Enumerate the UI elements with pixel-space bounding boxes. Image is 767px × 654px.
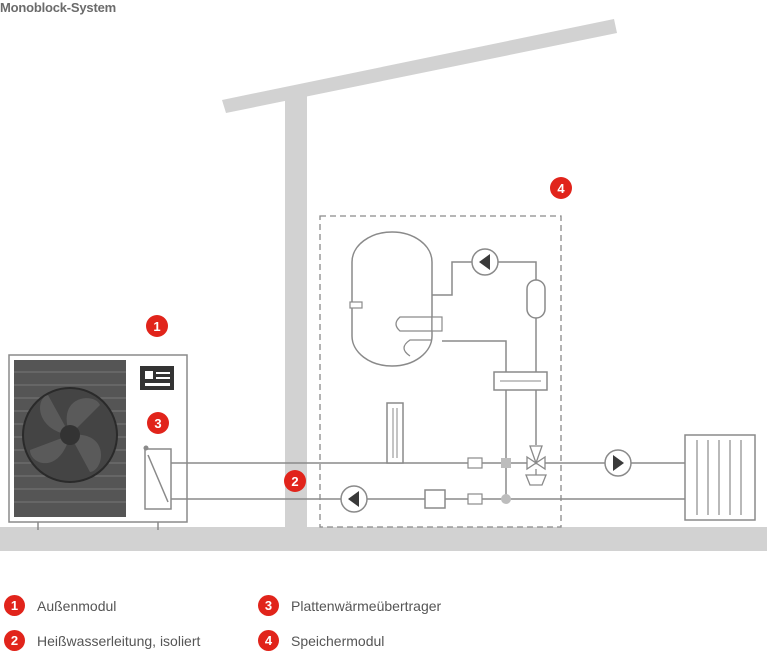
svg-text:4: 4 bbox=[557, 181, 565, 196]
outdoor-unit bbox=[8, 354, 188, 530]
badge-pipe: 2 bbox=[284, 470, 306, 492]
expansion-vessel-icon bbox=[526, 279, 546, 319]
legend-badge: 3 bbox=[258, 595, 279, 616]
wall-pillar bbox=[285, 90, 307, 530]
storage-tank bbox=[349, 231, 443, 367]
svg-text:2: 2 bbox=[291, 474, 298, 489]
svg-text:3: 3 bbox=[154, 416, 161, 431]
storage-module-box bbox=[319, 215, 562, 528]
legend-label: Heißwasserleitung, isoliert bbox=[37, 632, 201, 649]
storage-pipes bbox=[432, 261, 537, 463]
sensor-icon bbox=[467, 457, 483, 469]
legend-label: Plattenwärmeübertrager bbox=[291, 597, 442, 614]
filter-icon bbox=[424, 489, 446, 509]
badge-storage: 4 bbox=[550, 177, 572, 199]
connector-icon bbox=[501, 458, 511, 468]
legend-item-exchanger: 3 Plattenwärmeübertrager bbox=[258, 595, 441, 616]
legend-label: Außenmodul bbox=[37, 597, 117, 614]
legend-badge: 1 bbox=[4, 595, 25, 616]
roof bbox=[222, 19, 617, 113]
svg-text:1: 1 bbox=[153, 319, 160, 334]
radiator-icon bbox=[684, 434, 756, 521]
heater-rod-icon bbox=[386, 402, 404, 464]
legend-badge: 2 bbox=[4, 630, 25, 651]
legend-badge: 4 bbox=[258, 630, 279, 651]
page-title: Monoblock-System bbox=[0, 0, 116, 15]
badge-outdoor: 1 bbox=[146, 315, 168, 337]
legend-item-outdoor: 1 Außenmodul bbox=[4, 595, 116, 616]
ground-slab bbox=[0, 527, 767, 551]
three-way-valve-icon bbox=[526, 455, 538, 471]
legend-label: Speichermodul bbox=[291, 632, 385, 649]
legend-item-storage: 4 Speichermodul bbox=[258, 630, 384, 651]
badge-exchanger: 3 bbox=[147, 412, 169, 434]
legend-item-pipe: 2 Heißwasserleitung, isoliert bbox=[4, 630, 200, 651]
